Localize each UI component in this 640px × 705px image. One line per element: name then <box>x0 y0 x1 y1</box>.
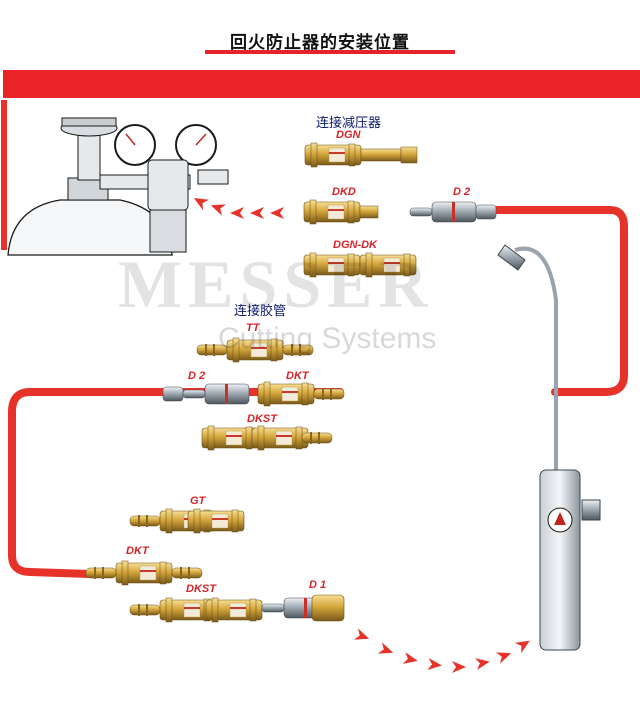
fitting-gt <box>129 508 245 534</box>
section-regulator: 连接减压器 <box>316 115 382 130</box>
fitting-dkd <box>303 199 379 225</box>
fitting-d2-mid <box>162 383 250 405</box>
page-title: 回火防止器的安装位置 <box>230 33 410 52</box>
label-dkt-mid: DKT <box>286 370 309 382</box>
label-dgn-dk: DGN-DK <box>333 239 377 251</box>
cutting-torch <box>497 244 601 651</box>
label-d2-mid: D 2 <box>188 370 206 382</box>
label-dkst-mid: DKST <box>247 413 277 425</box>
gas-cylinder-regulator <box>7 117 229 256</box>
label-gt: GT <box>190 495 206 507</box>
label-d2-top: D 2 <box>453 186 471 198</box>
label-dkd: DKD <box>332 186 356 198</box>
watermark-subtitle: Cutting Systems <box>218 322 437 355</box>
red-banner <box>3 70 640 98</box>
label-dgn: DGN <box>336 129 361 141</box>
label-dkt-low: DKT <box>126 545 149 557</box>
label-d1: D 1 <box>309 579 327 591</box>
fitting-dgn <box>304 142 418 168</box>
fitting-dkt-low <box>85 560 203 586</box>
section-hose: 连接胶管 <box>234 303 287 318</box>
fitting-d1 <box>261 594 345 622</box>
fitting-d2-top <box>409 201 497 223</box>
label-tt: TT <box>246 322 260 334</box>
watermark-brand: MESSER <box>118 246 434 322</box>
label-dkst-low: DKST <box>186 583 216 595</box>
fitting-dkst-mid <box>201 425 333 451</box>
fitting-dkst-low <box>129 597 263 623</box>
title-underline <box>205 50 455 54</box>
fitting-dkt-mid <box>257 381 345 407</box>
